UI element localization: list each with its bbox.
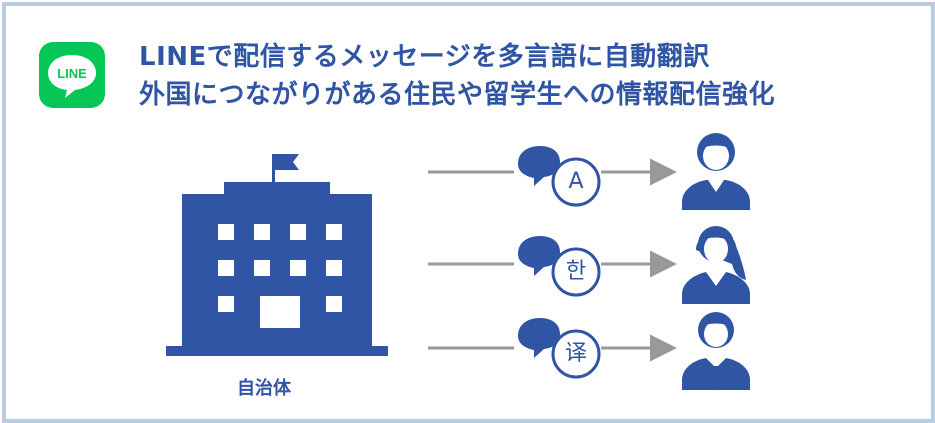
municipal-building-icon [166,154,388,356]
line-logo-icon: LINE [48,55,96,98]
female-user-icon [682,226,750,304]
businessman-user-icon [682,312,750,390]
title-line-1: LINEで配信するメッセージを多言語に自動翻訳 [139,42,710,72]
language-glyph-chinese: 译 [564,341,587,366]
line-logo-text: LINE [57,66,87,81]
page-title: LINEで配信するメッセージを多言語に自動翻訳 外国につながりがある住民や留学生… [139,38,775,114]
distribution-diagram [166,133,750,390]
title-line-2: 外国につながりがある住民や留学生への情報配信強化 [139,80,776,110]
speech-bubble-icon [518,146,601,207]
speech-bubble-icon [518,318,601,379]
male-user-icon [682,133,750,210]
sender-label: 自治体 [237,378,291,399]
language-glyph-korean: 한 [565,259,587,284]
speech-bubble-icon [518,236,601,297]
language-glyph-latin: A [568,169,584,194]
line-logo: LINE [39,42,105,108]
